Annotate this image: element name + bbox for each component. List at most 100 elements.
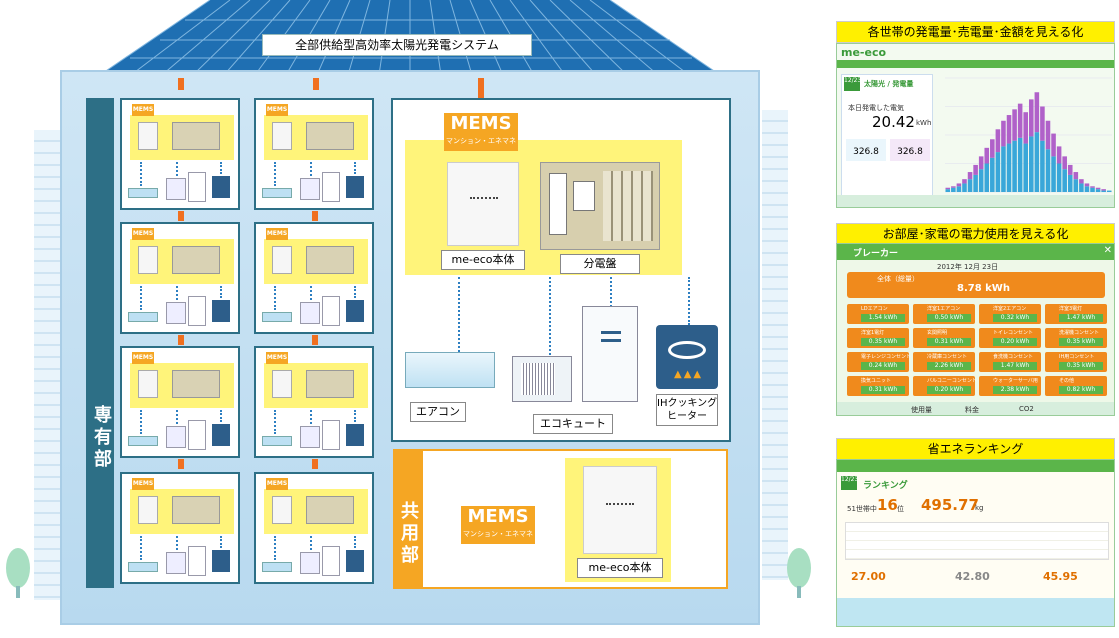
chart-bar-series-b	[1073, 172, 1079, 180]
unit-connector	[312, 459, 318, 469]
breaker-tile-value: 0.20 kWh	[993, 338, 1037, 346]
bottom-tabs	[837, 195, 1114, 207]
generation-screen: me-eco 12/23 太陽光 / 発電量 本日発電した電気 20.42 kW…	[836, 43, 1115, 208]
ih-cooker-icon: ▲▲▲	[656, 325, 718, 389]
chart-bar-series-b	[1067, 164, 1073, 175]
shared-mems-logo: MEMS マンション・エネマネ	[461, 506, 535, 544]
unit-meco-icon	[272, 370, 292, 398]
ranking-date-badge: 12/23	[841, 476, 858, 490]
chart-bar-series-a	[1090, 187, 1095, 192]
chart-bar-series-b	[1095, 187, 1101, 190]
unit-dotted-line	[176, 410, 178, 424]
unit-aircon-icon	[128, 562, 158, 572]
unit-mems-logo: MEMS	[266, 104, 288, 116]
chart-bar-series-b	[1101, 189, 1106, 191]
chart-bar-series-b	[1001, 120, 1006, 147]
chart-bar-series-b	[984, 147, 990, 164]
unit-aircon-icon	[262, 436, 292, 446]
unit-panel-icon	[172, 496, 220, 524]
chart-bar-series-b	[1034, 92, 1040, 133]
mems-logo-sub: マンション・エネマネ	[446, 137, 516, 145]
unit-mems-logo: MEMS	[266, 228, 288, 240]
unit-meco-icon	[272, 496, 292, 524]
unit-mems-logo: MEMS	[132, 352, 154, 364]
footer-usage[interactable]: 使用量	[911, 406, 932, 414]
ranking-unit: kg	[975, 504, 984, 512]
aircon-label: エアコン	[410, 402, 466, 422]
chart-bar-series-b	[1017, 103, 1023, 138]
unit-panel-icon	[172, 122, 220, 150]
unit-dotted-line	[274, 162, 276, 186]
today-unit: kWh	[916, 119, 932, 127]
unit-meco-icon	[138, 496, 158, 524]
roof-connector	[178, 78, 184, 90]
today-label: 本日発電した電気	[848, 104, 904, 112]
tree-icon	[6, 548, 30, 598]
building-side-right	[762, 110, 788, 580]
unit-tank-icon	[322, 546, 340, 576]
unit-ih-icon	[346, 424, 364, 446]
breaker-tile-name: IH用コンセント	[1059, 354, 1095, 360]
footer-cost[interactable]: 料金	[965, 406, 979, 414]
breaker-tile-name: 冷蔵庫コンセント	[927, 354, 968, 360]
breaker-tile-value: 0.50 kWh	[927, 314, 971, 322]
chart-bar-series-a	[956, 186, 962, 192]
breaker-tile-name: その他	[1059, 378, 1075, 384]
footer-co2[interactable]: CO2	[1019, 405, 1034, 413]
unit-tank-icon	[322, 296, 340, 326]
used-value: 326.8	[846, 139, 886, 161]
unit-dotted-line	[354, 286, 356, 298]
chart-bar-series-a	[962, 183, 967, 192]
unit-aircon-icon	[128, 188, 158, 198]
sold-value: 326.8	[890, 139, 930, 161]
breaker-tile-value: 1.47 kWh	[993, 362, 1037, 370]
unit-connector	[312, 211, 318, 221]
unit-tank-icon	[188, 172, 206, 202]
shared-meco-label: me-eco本体	[577, 558, 663, 578]
close-icon[interactable]: ✕	[1103, 245, 1112, 256]
breaker-date: 2012年 12月 23日	[937, 263, 999, 271]
breaker-header: ブレーカー	[853, 249, 899, 259]
unit-meco-icon	[272, 122, 292, 150]
apartment-unit: MEMS	[254, 98, 374, 210]
unit-dotted-line	[310, 162, 312, 176]
private-section-label: 専有部	[86, 98, 114, 588]
distribution-panel-label: 分電盤	[560, 254, 640, 274]
breaker-tile-name: ウォーターサーバ用	[993, 378, 1038, 384]
breaker-tile-value: 1.47 kWh	[1059, 314, 1103, 322]
building-side-left	[34, 130, 60, 600]
ih-flame: ▲▲▲	[674, 369, 704, 380]
chart-bar-series-a	[1056, 163, 1062, 192]
breaker-tile-name: 換気ユニット	[861, 378, 892, 384]
unit-meco-icon	[138, 370, 158, 398]
chart-bar-series-a	[1029, 136, 1034, 192]
roof-connector	[478, 78, 484, 102]
chart-bar-series-a	[1040, 140, 1045, 192]
unit-ih-icon	[346, 550, 364, 572]
tab-bar	[837, 60, 1114, 68]
total-value: 8.78 kWh	[957, 283, 1010, 294]
unit-panel-icon	[306, 370, 354, 398]
chart-bar-series-b	[1062, 156, 1067, 170]
unit-meco-icon	[138, 122, 158, 150]
ranking-footer	[837, 598, 1114, 626]
breaker-tile-name: バルコニーコンセント	[927, 378, 977, 384]
shared-meco-device	[583, 466, 657, 554]
shared-section-label: 共用部	[393, 449, 421, 589]
